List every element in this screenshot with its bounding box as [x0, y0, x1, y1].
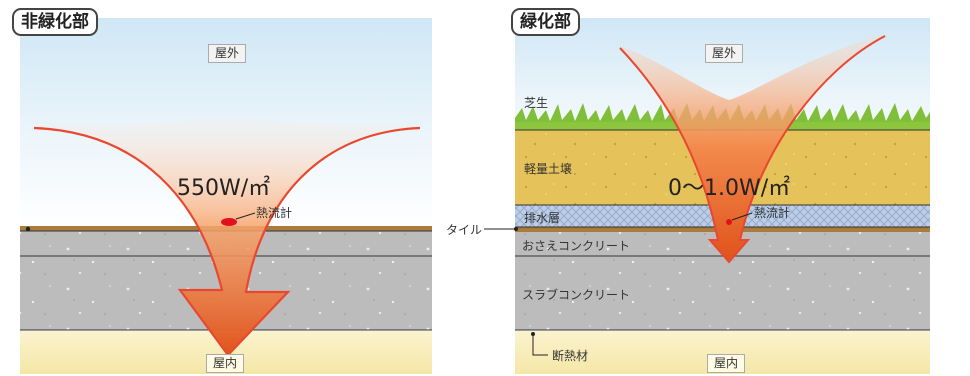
- right-indoor-label: 屋内: [707, 354, 746, 373]
- right-sensor-leader: [731, 212, 753, 221]
- protect-label: おさえコンクリート: [522, 239, 631, 253]
- left-panel-title: 非緑化部: [12, 8, 98, 36]
- left-sensor-label: 熱流計: [256, 206, 293, 220]
- drain-label: 排水層: [524, 211, 561, 225]
- right-sensor-label: 熱流計: [754, 206, 791, 220]
- left-sensor-leader: [235, 212, 256, 220]
- right-sensor-marker: [726, 219, 732, 225]
- tile-label: タイル: [446, 223, 483, 237]
- right-heat-arrow-outline: [619, 35, 886, 264]
- left-indoor-label: 屋内: [206, 354, 245, 373]
- right-insulation-leader: [532, 336, 548, 356]
- slab-label: スラブコンクリート: [522, 288, 631, 302]
- right-slab-layer: [515, 256, 930, 330]
- left-flux-value: 550W/㎡: [177, 176, 271, 201]
- right-panel: [515, 18, 930, 374]
- tile-leader-dot: [514, 227, 518, 231]
- right-panel-title: 緑化部: [511, 8, 580, 36]
- left-sensor-marker: [221, 218, 237, 226]
- left-heat-arrow: [34, 120, 420, 355]
- soil-label: 軽量土壌: [524, 162, 573, 176]
- insulation-label: 断熱材: [552, 349, 589, 363]
- right-heat-arrow: [620, 34, 885, 262]
- left-outdoor-label: 屋外: [208, 44, 247, 63]
- right-insulation-dot: [531, 332, 535, 336]
- left-tile-dot: [25, 226, 31, 232]
- left-heat-arrow-outline: [33, 126, 421, 357]
- grass-label: 芝生: [524, 96, 549, 110]
- right-flux-value: 0〜1.0W/㎡: [668, 176, 791, 201]
- right-outdoor-label: 屋外: [705, 44, 744, 63]
